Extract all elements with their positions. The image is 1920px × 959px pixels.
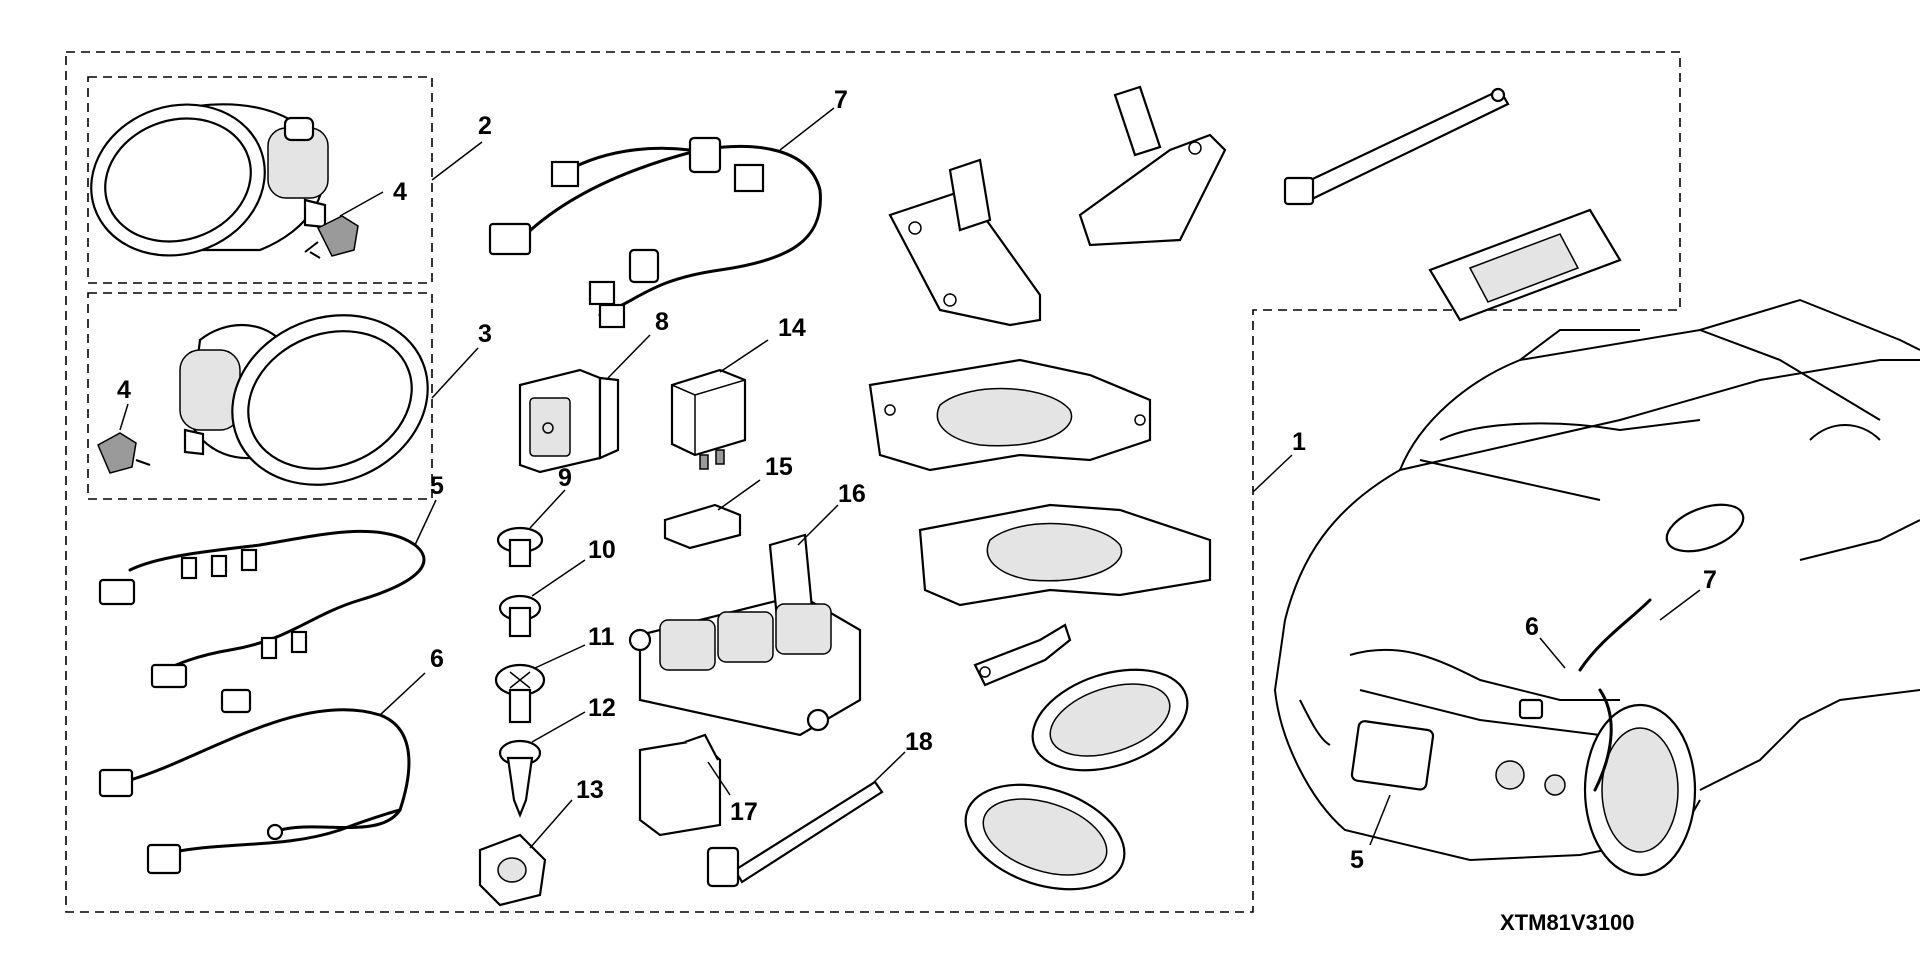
clip-13 xyxy=(478,833,547,907)
small-bracket xyxy=(973,623,1072,687)
fuse-15 xyxy=(663,503,742,550)
relay-14 xyxy=(670,368,747,470)
bezel-right xyxy=(964,783,1126,891)
callout-18: 18 xyxy=(905,728,933,756)
callout-1: 1 xyxy=(1292,428,1306,456)
screw-12 xyxy=(498,739,542,818)
cable-6 xyxy=(98,708,411,875)
fog-light-left xyxy=(90,103,329,257)
callout-10: 10 xyxy=(588,536,616,564)
car-callout-7: 7 xyxy=(1703,566,1717,594)
callout-2: 2 xyxy=(478,112,492,140)
bolt-9 xyxy=(496,526,544,568)
harness-7 xyxy=(488,136,822,329)
switch-8 xyxy=(518,368,620,474)
callout-9: 9 xyxy=(558,464,572,492)
callout-3: 3 xyxy=(478,320,492,348)
bulb-right xyxy=(97,432,151,474)
callout-14: 14 xyxy=(778,314,806,342)
bulb-left xyxy=(304,215,359,259)
diagram-code: XTM81V3100 xyxy=(1500,910,1635,935)
callout-4b: 4 xyxy=(117,376,131,404)
mount-frame-2 xyxy=(918,503,1212,607)
callout-5: 5 xyxy=(430,472,444,500)
callout-6: 6 xyxy=(430,645,444,673)
car-callout-6: 6 xyxy=(1525,613,1539,641)
cover-17 xyxy=(638,733,722,837)
callout-13: 13 xyxy=(576,776,604,804)
callout-16: 16 xyxy=(838,480,866,508)
label-sheet xyxy=(1428,208,1622,322)
fog-light-right xyxy=(179,314,429,486)
callout-7: 7 xyxy=(834,86,848,114)
cable-tie xyxy=(1283,87,1510,206)
right-fog-light-box xyxy=(87,292,433,500)
callout-8: 8 xyxy=(655,308,669,336)
bracket-left xyxy=(888,158,1042,327)
bolt-10 xyxy=(498,594,542,638)
car-illustration xyxy=(1273,298,1920,877)
mount-frame-1 xyxy=(868,358,1152,472)
car-callout-5: 5 xyxy=(1350,846,1364,874)
callout-11: 11 xyxy=(588,623,615,651)
callout-12: 12 xyxy=(588,694,616,722)
bolt-11 xyxy=(494,663,546,724)
relay-box-16 xyxy=(628,533,862,737)
callout-15: 15 xyxy=(765,453,793,481)
tie-18 xyxy=(706,780,884,888)
left-fog-light-box xyxy=(87,76,433,284)
bracket-right xyxy=(1078,85,1227,247)
kit-boundary xyxy=(65,51,1681,913)
bezel-left xyxy=(1031,668,1189,772)
callout-17: 17 xyxy=(730,798,758,826)
harness-5 xyxy=(98,529,426,714)
callout-4a: 4 xyxy=(393,178,407,206)
